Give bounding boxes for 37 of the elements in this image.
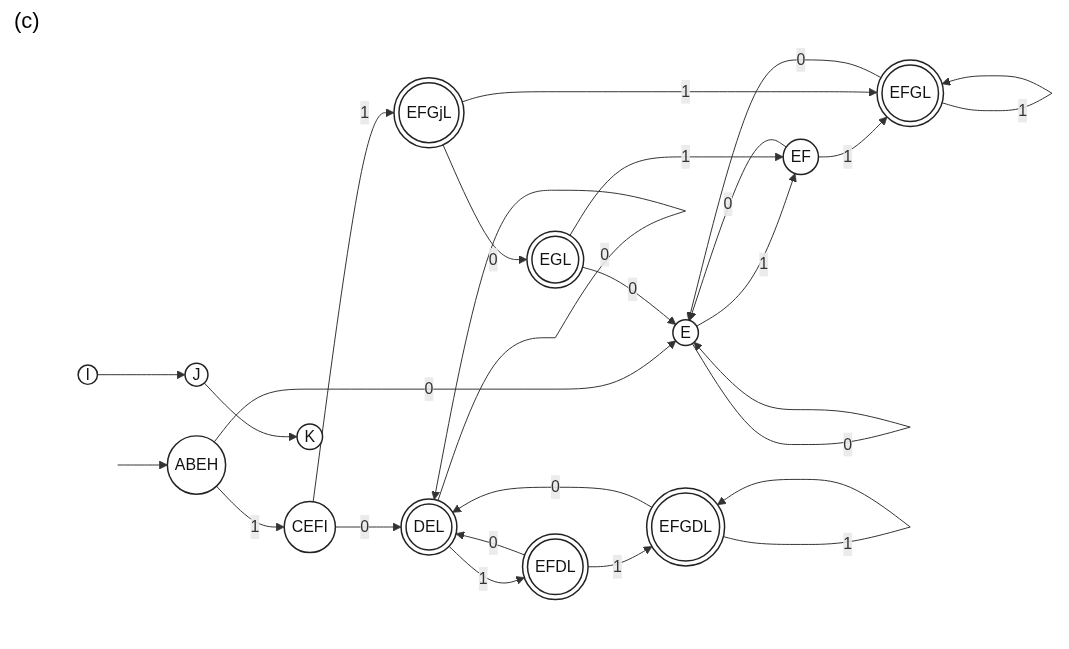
edge-label: 1: [759, 255, 769, 273]
edge-label: 0: [424, 380, 434, 398]
arrow: [312, 108, 395, 503]
node-circle: ABEH: [166, 435, 227, 496]
node-circle: DEL: [400, 498, 458, 556]
edge-label: 0: [488, 534, 498, 552]
edge-label: 0: [796, 51, 806, 69]
arrow: [569, 152, 784, 237]
edge-label: 0: [360, 518, 370, 536]
node-circle: E: [672, 319, 700, 347]
node-circle: I: [77, 364, 99, 386]
edge-label: 1: [1018, 101, 1028, 119]
edge-label: 1: [360, 103, 370, 121]
edge-label: 1: [681, 148, 691, 166]
part-label: (c): [14, 8, 40, 34]
edge-label: 1: [843, 535, 853, 553]
edge-label: 1: [681, 83, 691, 100]
edge-label: 1: [478, 570, 488, 588]
node-circle: EFGDL: [645, 487, 726, 567]
edge-label: 0: [550, 478, 560, 496]
edge-label: 0: [488, 250, 498, 268]
edge-label: 0: [843, 435, 853, 453]
node-circle: EFGL: [876, 59, 945, 128]
node-circle: J: [184, 362, 209, 388]
node-circle: CEFI: [283, 500, 337, 554]
node-circle: EF: [782, 138, 820, 176]
edge-label: 1: [843, 148, 853, 166]
node-circle: EFDL: [521, 533, 589, 601]
edge-label: 1: [612, 558, 622, 575]
node-circle: EFGjL: [393, 77, 465, 149]
edge-label: 1: [250, 518, 260, 536]
node-circle: K: [296, 423, 324, 451]
edge-label: 0: [628, 280, 638, 298]
node-circle: EGL: [526, 230, 585, 289]
edge-label: 0: [600, 245, 610, 263]
arrow: [455, 531, 526, 556]
edge-label: 0: [723, 195, 733, 213]
